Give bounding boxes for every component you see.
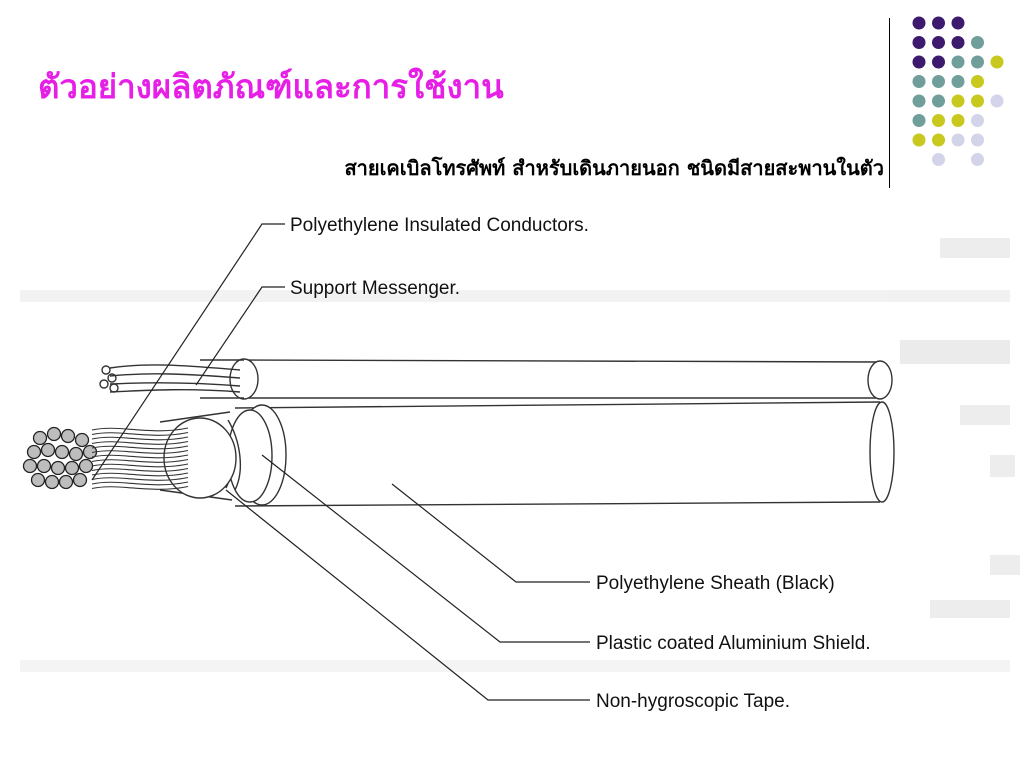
twisted-pair-strand [91, 440, 189, 445]
twisted-pair-strand [91, 449, 189, 454]
decorative-dot [971, 153, 984, 166]
leader-line-conductors [91, 223, 285, 481]
decorative-dot [990, 55, 1004, 69]
conductor-bundle [22, 426, 189, 490]
dot-layer [912, 16, 1004, 166]
conductor-end [44, 474, 60, 490]
decorative-dot [912, 55, 926, 69]
twisted-pair-strand [91, 436, 189, 441]
divider-line [889, 18, 890, 188]
twisted-pair-strand [91, 463, 189, 468]
decorative-dot [971, 55, 984, 69]
conductor-end [40, 442, 56, 458]
conductor-end [32, 430, 48, 446]
label-aluminium-shield: Plastic coated Aluminium Shield. [596, 633, 871, 654]
cable-cross-section-diagram: Polyethylene Insulated Conductors. Suppo… [20, 215, 1020, 712]
conductor-end [72, 472, 88, 488]
leader-line-messenger [195, 286, 285, 386]
twisted-pair-strand [91, 454, 189, 459]
decorative-dot [932, 55, 945, 69]
twisted-pair-strand [91, 431, 189, 436]
twisted-pair-strand [91, 472, 189, 477]
decorative-dot [932, 114, 945, 127]
decorative-dot [932, 153, 945, 166]
conductor-end [64, 460, 80, 476]
label-polyethylene-sheath: Polyethylene Sheath (Black) [596, 573, 835, 594]
leader-lines [91, 223, 590, 701]
conductor-end [54, 444, 70, 460]
label-support-messenger: Support Messenger. [290, 278, 460, 299]
decorative-dot [951, 94, 965, 108]
decorative-dot [951, 114, 965, 127]
support-messenger-cable [99, 358, 893, 400]
decorative-dot [912, 133, 926, 147]
decorative-dot [971, 114, 984, 127]
decorative-dot [912, 94, 926, 108]
twisted-pair-strand [91, 476, 189, 481]
twisted-pair-strand [91, 481, 189, 486]
decorative-dot [912, 75, 926, 88]
main-cable-body [159, 401, 895, 507]
conductor-end [30, 472, 46, 488]
twisted-pair-strand [91, 458, 189, 463]
decorative-dot [932, 75, 945, 88]
leader-line-sheath [391, 483, 590, 583]
twisted-pair-strand [91, 485, 189, 490]
decorative-dot [932, 94, 945, 108]
decorative-dot [932, 16, 945, 30]
decorative-dot [912, 16, 926, 30]
slide-title: ตัวอย่างผลิตภัณฑ์และการใช้งาน [38, 67, 504, 106]
conductor-end [46, 426, 62, 442]
label-non-hygroscopic-tape: Non-hygroscopic Tape. [596, 691, 790, 712]
leader-line-tape [225, 489, 590, 701]
decorative-dot [951, 55, 965, 69]
decorative-dot [971, 94, 984, 108]
slide-subtitle: สายเคเบิลโทรศัพท์ สำหรับเดินภายนอก ชนิดม… [344, 156, 884, 180]
conductor-end [22, 458, 38, 474]
twisted-pair-strand [91, 467, 189, 472]
decorative-dot [932, 36, 945, 49]
faded-background-text [20, 238, 1020, 672]
conductor-end [60, 428, 76, 444]
conductor-end [50, 460, 66, 476]
decorative-dot [912, 114, 926, 127]
leader-line-shield [261, 454, 590, 643]
decorative-dot [971, 133, 984, 147]
conductor-end [58, 474, 74, 490]
conductor-end [36, 458, 52, 474]
decorative-dot [990, 94, 1004, 108]
decorative-dot [951, 133, 965, 147]
conductor-end [74, 432, 90, 448]
decorative-dot [951, 36, 965, 49]
conductor-end [68, 446, 84, 462]
decorative-dot [932, 133, 945, 147]
decorative-dot [912, 36, 926, 49]
conductor-end [78, 458, 94, 474]
decorative-dot [951, 16, 965, 30]
decorative-dot [951, 75, 965, 88]
label-insulated-conductors: Polyethylene Insulated Conductors. [290, 215, 589, 236]
decorative-dot [971, 36, 984, 49]
conductor-end [26, 444, 42, 460]
decorative-dot [971, 75, 984, 88]
twisted-pair-strand [91, 445, 189, 450]
twisted-pair-strand [91, 427, 189, 432]
